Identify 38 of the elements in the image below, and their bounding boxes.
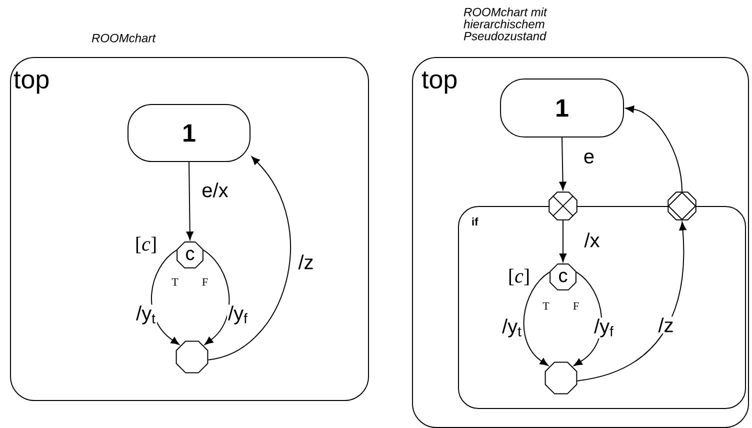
node-label: ROOMchart (92, 34, 156, 42)
choice-point: c (176, 242, 204, 268)
choice-point: c (550, 264, 576, 290)
edge-label: /y$_{t}$ (501, 318, 523, 338)
guard-label: [c] (136, 236, 156, 254)
edge-label: e (582, 152, 596, 164)
edge-label: /y$_{f}$ (593, 318, 615, 338)
arrow (151, 250, 180, 345)
entry-point (548, 192, 578, 220)
arrow (523, 272, 550, 366)
edge-label: /y$_{t}$ (135, 304, 157, 326)
junction-point (544, 362, 578, 394)
edge-label: /y$_{f}$ (227, 304, 249, 326)
junction-point (176, 340, 208, 374)
branch-label: F (573, 302, 579, 310)
edge-label: /z (657, 316, 675, 334)
state-name: if (472, 218, 478, 226)
state-box: 1 (500, 78, 624, 138)
state-name: top (422, 72, 457, 94)
exit-point (668, 192, 696, 220)
state-box: 1 (128, 104, 250, 162)
arrow (559, 220, 567, 262)
arrow (576, 222, 686, 382)
node-label: ROOMchart mit hierarchischem Pseudozustand (464, 8, 548, 40)
edge-label: e/x (200, 182, 230, 198)
arrow (574, 272, 602, 366)
edge-label: /z (297, 254, 315, 270)
arrow (208, 156, 291, 360)
edge-label: /x (583, 232, 601, 248)
arrow (625, 106, 682, 192)
arrow (186, 162, 194, 240)
state-name: top (14, 72, 49, 94)
branch-label: F (202, 278, 208, 286)
guard-label: [c] (509, 268, 529, 286)
branch-label: T (172, 278, 178, 286)
branch-label: T (542, 302, 550, 310)
arrow (559, 137, 566, 190)
arrow (202, 250, 230, 345)
